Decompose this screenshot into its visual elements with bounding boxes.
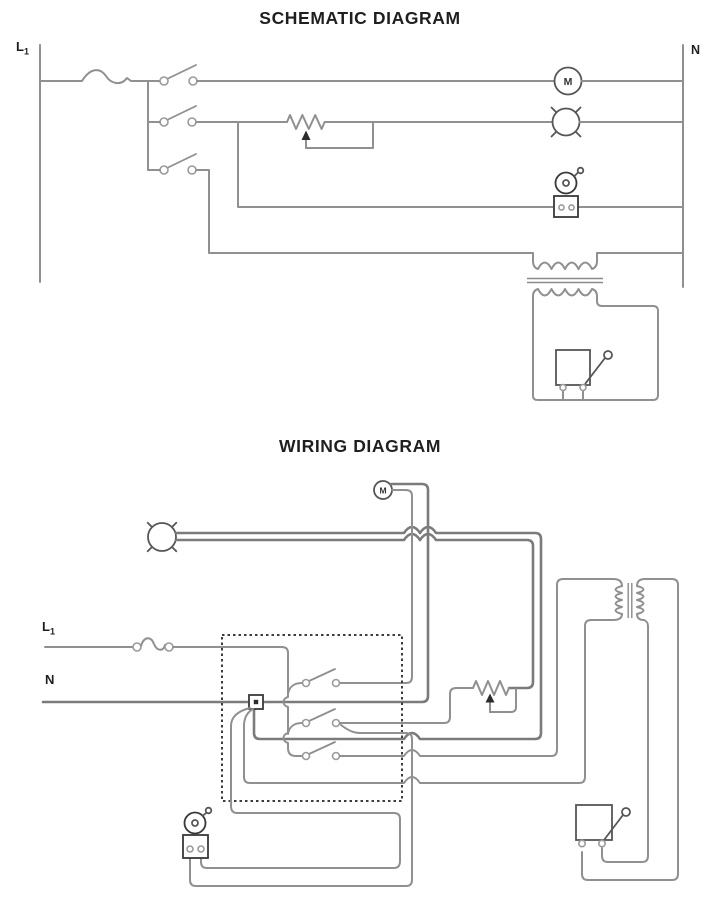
lamp-neutral-wire bbox=[174, 525, 543, 741]
wiring-switch-3-icon bbox=[301, 741, 341, 761]
schematic-neutral-label: N bbox=[691, 43, 701, 57]
schematic-transformer-primary-wire bbox=[195, 169, 684, 270]
secondary-top-wire bbox=[581, 578, 679, 881]
switch-feed-riser bbox=[172, 646, 303, 757]
schematic-bell-wire-left bbox=[237, 121, 554, 208]
schematic-switch-2-icon bbox=[159, 105, 197, 127]
wiring-switch-2-icon bbox=[301, 708, 341, 728]
bell-neutral-wire bbox=[200, 707, 401, 869]
schematic-thermostat-leads bbox=[562, 389, 584, 401]
schematic-lamp-icon bbox=[550, 106, 582, 138]
schematic-bell-icon bbox=[553, 166, 585, 218]
wiring-motor-letter: M bbox=[379, 486, 386, 496]
wiring-lamp-icon bbox=[146, 521, 178, 553]
schematic-motor-icon: M bbox=[553, 66, 583, 96]
fuse-icon bbox=[39, 69, 161, 84]
schematic-switch-1-icon bbox=[159, 64, 198, 86]
wiring-title: WIRING DIAGRAM bbox=[279, 436, 441, 456]
schematic-thermostat-icon bbox=[555, 349, 613, 392]
control-box-dashed-outline bbox=[221, 634, 403, 802]
schematic-diagram: M bbox=[39, 44, 684, 401]
wiring-rheostat-icon bbox=[472, 680, 517, 713]
lamp-rheostat-wire bbox=[174, 532, 535, 690]
schematic-rheostat-icon bbox=[286, 114, 374, 149]
transformer-primary-neutral-wire bbox=[243, 613, 623, 784]
switch1-feed-stub bbox=[287, 682, 303, 695]
schematic-switch-3-icon bbox=[159, 153, 197, 175]
switch2-bell-wire bbox=[189, 724, 413, 887]
schematic-transformer-icon bbox=[527, 277, 659, 401]
junction-box-icon bbox=[248, 694, 264, 710]
wiring-motor-icon: M bbox=[373, 480, 393, 500]
wiring-transformer-icon bbox=[614, 583, 645, 618]
motor-neutral-wire bbox=[263, 482, 430, 704]
switch3-transformer-wire bbox=[339, 578, 623, 757]
wiring-neutral-label: N bbox=[45, 672, 55, 687]
switch2-feed-stub bbox=[287, 722, 303, 735]
wiring-fuse-icon bbox=[132, 637, 174, 652]
wiring-diagram: M bbox=[41, 480, 679, 887]
schematic-l1-label: L1 bbox=[16, 39, 29, 57]
wiring-switch-1-icon bbox=[301, 668, 341, 688]
switch2-rheostat-wire bbox=[339, 687, 474, 724]
wiring-bell-icon bbox=[182, 806, 213, 859]
schematic-motor-letter: M bbox=[564, 76, 573, 88]
schematic-title: SCHEMATIC DIAGRAM bbox=[259, 8, 461, 28]
motor-switch1-wire bbox=[338, 489, 413, 684]
wiring-l1-label: L1 bbox=[42, 619, 55, 637]
secondary-bottom-wire bbox=[601, 613, 649, 863]
wiring-thermostat-icon bbox=[575, 804, 631, 848]
